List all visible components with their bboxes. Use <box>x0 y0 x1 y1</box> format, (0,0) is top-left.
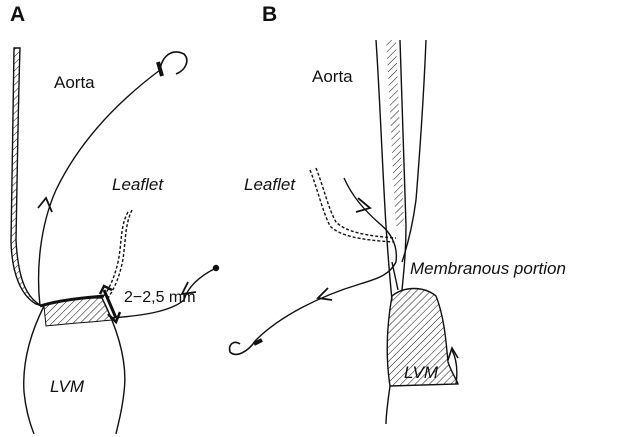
panel-b-leaflet-label: Leaflet <box>244 176 295 193</box>
panel-a-measurement-label: 2−2,5 mm <box>124 290 196 306</box>
panel-a-lvm-label: LVM <box>50 378 84 395</box>
arrowhead-icon-a1 <box>38 198 52 212</box>
panel-a-letter: A <box>10 4 25 25</box>
panel-a-drawing <box>11 48 219 434</box>
wire-hook-icon-a <box>160 52 187 74</box>
pacing-lead-b <box>344 178 396 262</box>
guide-wire-b <box>256 262 396 340</box>
lvm-outline-a <box>24 306 44 434</box>
aortic-wall-a <box>11 48 42 306</box>
panel-b-lvm-label: LVM <box>404 364 438 381</box>
panel-a-leaflet-label: Leaflet <box>112 176 163 193</box>
panel-b-letter: B <box>262 4 277 25</box>
panel-b-aorta-label: Aorta <box>312 68 353 85</box>
wire-hook-icon-b <box>230 340 256 354</box>
panel-a-aorta-label: Aorta <box>54 74 95 91</box>
panel-b-membranous-label: Membranous portion <box>410 260 566 277</box>
